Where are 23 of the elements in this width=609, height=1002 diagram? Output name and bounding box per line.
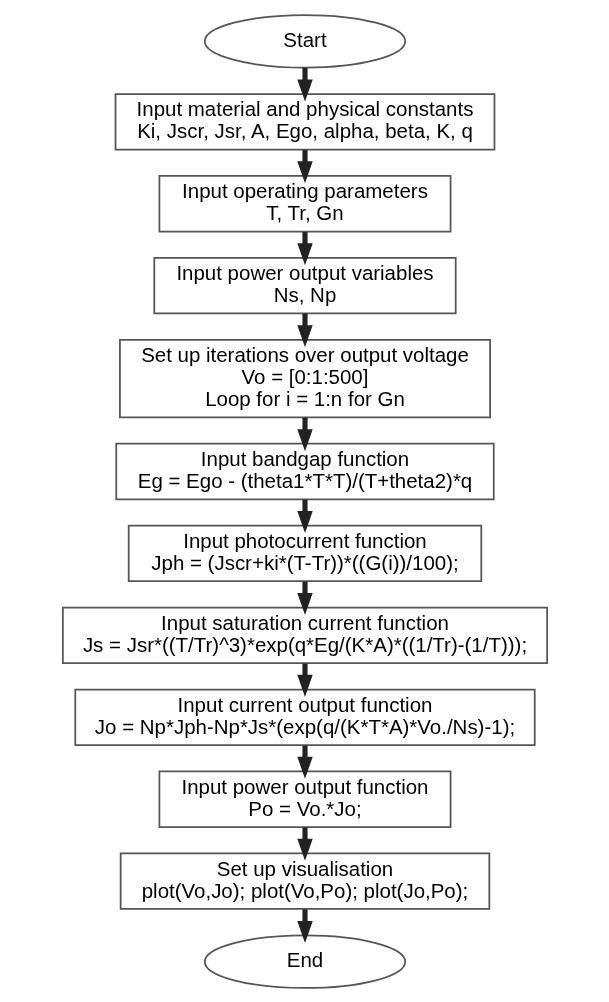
node-box: Input operating parameters T, Tr, Gn: [158, 174, 451, 232]
arrow: [296, 313, 313, 347]
node-ellipse: End: [203, 933, 406, 989]
node-box: Input material and physical constants Ki, Jscr, Jsr, A, Ego, alpha, beta, K, q: [114, 92, 495, 150]
node-box: Set up iterations over output voltage Vo = [0:1:500] Loop for i = 1:n for Gn: [118, 338, 491, 418]
node-box: Input photocurrent function Jph = (Jscr+ki*(T-Tr))*((G(i))/100);: [127, 524, 482, 582]
node-box: Input power output function Po = Vo.*Jo;: [158, 770, 451, 828]
arrow: [296, 231, 313, 265]
node-box: Input saturation current function Js = Jsr*((T/Tr)^3)*exp(q*Eg/(K*A)*((1/Tr)-(1/T)));: [61, 606, 548, 664]
node-ellipse: Start: [203, 13, 406, 69]
node-box: Input current output function Jo = Np*Jph-Np*Js*(exp(q/(K*T*A)*Vo./Ns)-1);: [73, 688, 536, 746]
arrow: [296, 663, 313, 697]
arrow: [296, 149, 313, 183]
arrow: [296, 67, 313, 102]
node-box: Set up visualisation plot(Vo,Jo); plot(Vo,Po); plot(Jo,Po);: [119, 852, 490, 910]
arrow: [296, 745, 313, 779]
arrow: [296, 908, 313, 943]
arrow: [296, 826, 313, 861]
node-box: Input bandgap function Eg = Ego - (theta1*T*T)/(T+theta2)*q: [114, 442, 495, 500]
arrow: [296, 499, 313, 533]
arrow: [296, 417, 313, 451]
node-box: Input power output variables Ns, Np: [152, 256, 457, 314]
arrow: [296, 581, 313, 615]
